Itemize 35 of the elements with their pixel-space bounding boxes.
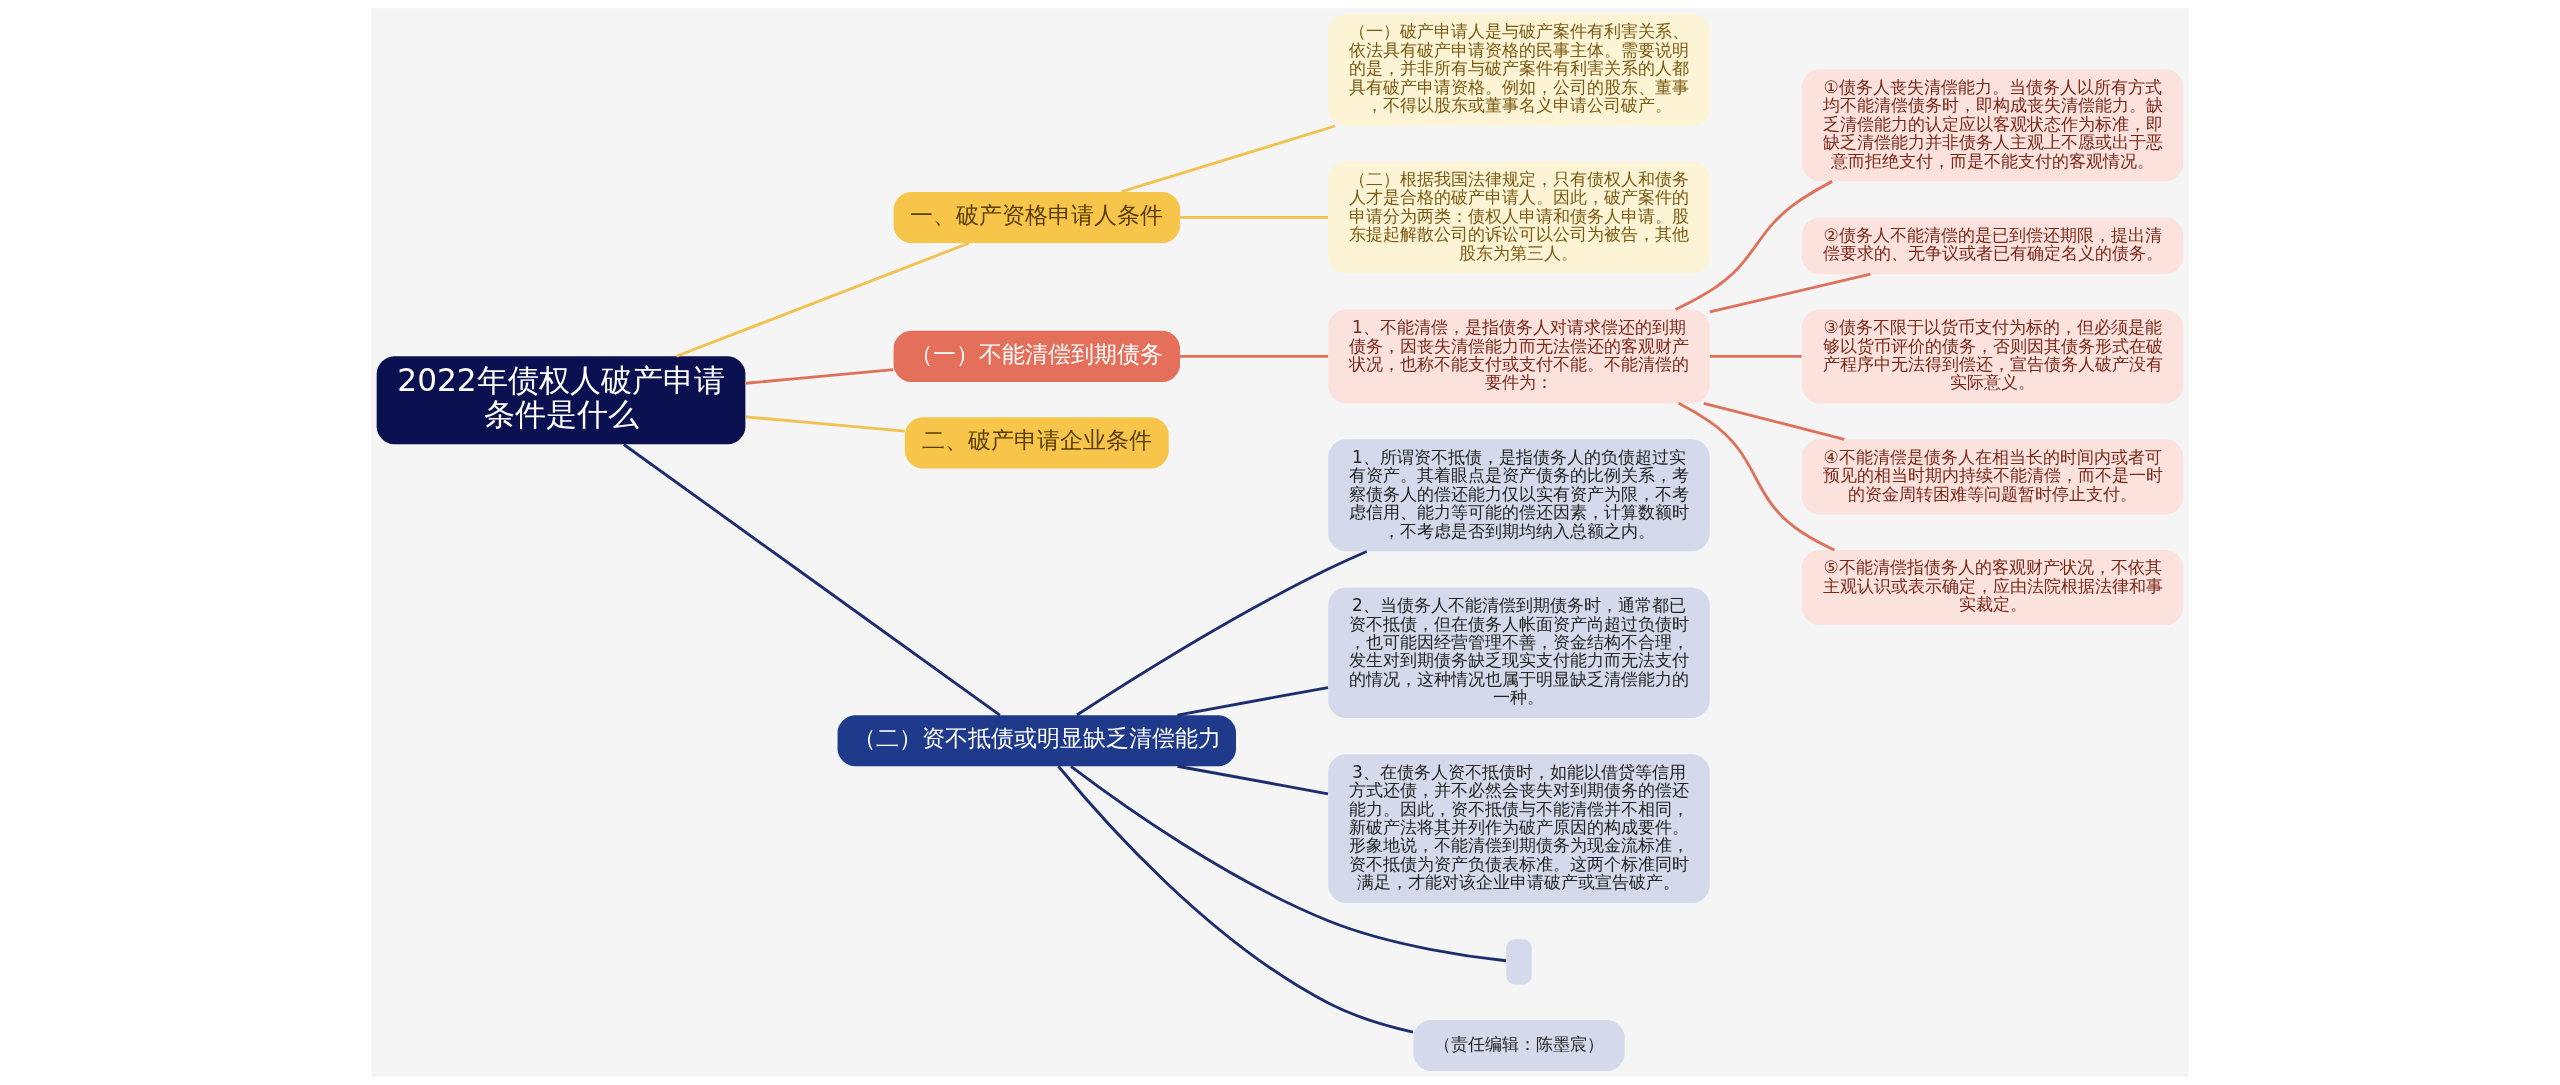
node-box: 2022年债权人破产申请条件是什么 [376,356,746,445]
node-box: 1、不能清偿，是指债务人对请求偿还的到期债务，因丧失清偿能力而无法偿还的客观财产状况，也称不能支付或支付不能。不能清偿的要件为： [1328,309,1710,404]
connector [1057,765,1414,1034]
connector [1180,354,1329,358]
node-box: ④不能清偿是债务人在相当长的时间内或者可预见的相当时期内持续不能清偿，而不是一时的资金周转困难等问题暂时停止支付。 [1801,439,2184,515]
connector [1177,686,1329,717]
connector [1180,216,1329,219]
node-box: （二）根据我国法律规定，只有债权人和债务人才是合格的破产申请人。因此，破产案件的申请分为两类：债权人申请和债务人申请。股东提起解散公司的诉讼可以公司为被告，其他股东为第三人。 [1328,161,1710,274]
node-box: （二）资不抵债或明显缺乏清偿能力 [837,715,1237,767]
connector [1121,124,1336,194]
connector [675,241,970,358]
connector [1177,764,1329,796]
node-box: 3、在债务人资不抵债时，如能以借贷等信用方式还债，并不必然会丧失对到期债务的偿还能力。因此，资不抵债与不能清偿并不相同，新破产法将其并列作为破产原因的构成要件。形象地说，不能清偿到期债务为现金流标准，资不抵债为资产负债表标准。这两个标准同时满足，才能对该企业申请破产或宣告破产。 [1328,754,1710,904]
connector [1076,550,1368,717]
node-box: （责任编辑：陈墨宸） [1413,1020,1625,1072]
connector [1709,354,1802,358]
node-box: （一）破产申请人是与破产案件有利害关系、依法具有破产申请资格的民事主体。需要说明的是，并非所有与破产案件有利害关系的人都具有破产申请资格。例如，公司的股东、董事，不得以股东或董事名义申请公司破产。 [1328,13,1710,126]
node-box: 一、破产资格申请人条件 [893,191,1180,243]
connector [1703,401,1845,441]
node-box: ①债务人丧失清偿能力。当债务人以所有方式均不能清偿债务时，即构成丧失清偿能力。缺乏清偿能力的认定应以客观状态作为标准，即缺乏清偿能力并非债务人主观上不愿或出于恶意而拒绝支付，而是不能支付的客观情况。 [1801,69,2184,182]
node-box: ⑤不能清偿指债务人的客观财产状况，不依其主观认识或表示确定，应由法院根据法律和事实裁定。 [1801,549,2184,626]
connector [1709,272,1871,314]
node-box: 2、当债务人不能清偿到期债务时，通常都已资不抵债，但在债务人帐面资产尚超过负债时，也可能因经营管理不善，资金结构不合理，发生对到期债务缺乏现实支付能力而无法支付的情况，这种情况也属于明显缺乏清偿能力的一种。 [1328,587,1710,718]
node-box: ②债务人不能清偿的是已到偿还期限，提出清偿要求的、无争议或者已有确定名义的债务。 [1801,217,2184,275]
connector [1677,402,1835,552]
node-box: ③债务不限于以货币支付为标的，但必须是能够以货币评价的债务，否则因其债务形式在破产程序中无法得到偿还，宣告债务人破产没有实际意义。 [1801,309,2184,404]
connector [1070,765,1507,963]
node-box: 1、所谓资不抵债，是指债务人的负债超过实有资产。其着眼点是资产债务的比例关系，考察债务人的偿还能力仅以实有资产为限，不考虑信用、能力等可能的偿还因素，计算数额时，不考虑是否到期均纳入总额之内。 [1328,439,1710,552]
node-box: （一）不能清偿到期债务 [893,330,1180,382]
connector [622,443,1001,717]
connector [745,368,894,385]
node-box: 二、破产申请企业条件 [904,417,1169,469]
connector [1674,180,1833,311]
node-box [1506,939,1532,985]
connector [745,415,905,433]
